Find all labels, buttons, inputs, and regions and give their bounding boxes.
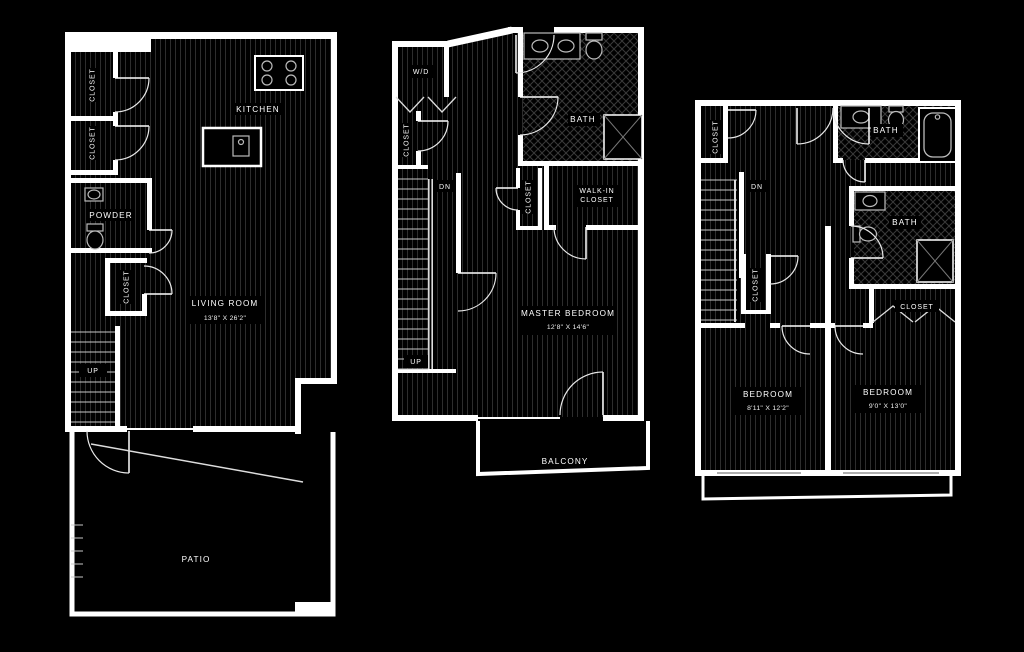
room-label-bath: BATH	[892, 218, 918, 227]
balcony-outline	[701, 476, 953, 501]
room-label-closet: CLOSET	[404, 123, 411, 156]
room-label-balcony: BALCONY	[542, 457, 589, 466]
stair-label-up: UP	[410, 359, 422, 366]
door-swing-icon	[86, 77, 173, 474]
room-label-closet: CLOSET	[90, 126, 97, 159]
stairs-icon	[398, 178, 433, 370]
room-dims-bedroom: 8'11" X 12'2"	[747, 405, 789, 412]
room-label-closet: CLOSET	[753, 268, 760, 301]
window	[717, 472, 801, 474]
powder-fixtures	[84, 187, 104, 250]
door-swing-icon	[727, 107, 884, 355]
room-label-closet: CLOSET	[900, 304, 933, 311]
stair-label-up: UP	[87, 368, 99, 375]
shower-icon	[603, 114, 643, 160]
wood-floor-hatch	[69, 36, 335, 428]
kitchen-island	[201, 126, 263, 168]
room-dims-bedroom: 9'0" X 13'0"	[869, 403, 908, 410]
window	[843, 472, 939, 474]
room-label-wd: W/D	[413, 69, 429, 76]
room-dims-living-room: 13'8" X 26'2"	[204, 315, 247, 322]
bathtub-icon	[918, 107, 957, 163]
stove-icon	[254, 55, 304, 91]
room-label-closet: CLOSET	[90, 68, 97, 101]
stairs-icon	[701, 179, 737, 322]
room-label-bedroom: BEDROOM	[743, 390, 793, 399]
floor-plan-level-3: CLOSET BATH DN BATH CLOSET CLOSET BEDROO…	[695, 100, 961, 501]
room-label-closet: CLOSET	[713, 120, 720, 153]
door-swing-icon	[417, 34, 604, 416]
room-label-bath: BATH	[570, 115, 596, 124]
room-dims-master-bedroom: 12'8" X 14'6"	[547, 324, 590, 331]
bath-fixtures	[840, 105, 957, 283]
stair-label-dn: DN	[751, 184, 763, 191]
walls	[392, 27, 644, 421]
room-label-powder: POWDER	[89, 211, 132, 220]
sink-icon	[84, 187, 104, 202]
floor-plan-level-2: W/D BATH CLOSET DN CLOSET WALK-IN CLOSET…	[392, 25, 650, 477]
room-label-walk-in-closet: WALK-IN	[579, 188, 614, 195]
vanity-sink-icon	[854, 191, 886, 211]
room-label-kitchen: KITCHEN	[236, 105, 280, 114]
room-label-bedroom: BEDROOM	[863, 388, 913, 397]
balcony-outline	[476, 421, 650, 477]
room-label-living-room: LIVING ROOM	[192, 299, 259, 308]
island-sink-icon	[232, 135, 250, 157]
stair-label-dn: DN	[439, 184, 451, 191]
room-label-bath: BATH	[873, 126, 899, 135]
walls	[695, 100, 961, 476]
patio-outline	[69, 432, 336, 617]
bifold-door-icon	[395, 96, 457, 113]
room-label-closet: CLOSET	[124, 270, 131, 303]
toilet-icon	[86, 223, 104, 250]
toilet-icon	[585, 32, 603, 60]
room-label-master-bedroom: MASTER BEDROOM	[521, 309, 615, 318]
room-label-walk-in-closet: CLOSET	[580, 197, 613, 204]
shower-icon	[916, 239, 954, 283]
bath-fixtures	[523, 32, 643, 160]
angled-wall	[447, 26, 513, 48]
floor-plan-level-1: CLOSET CLOSET KITCHEN POWDER CLOSET LIVI…	[65, 32, 341, 617]
room-label-closet: CLOSET	[526, 180, 533, 213]
walls	[65, 32, 337, 434]
room-label-patio: PATIO	[182, 555, 211, 564]
